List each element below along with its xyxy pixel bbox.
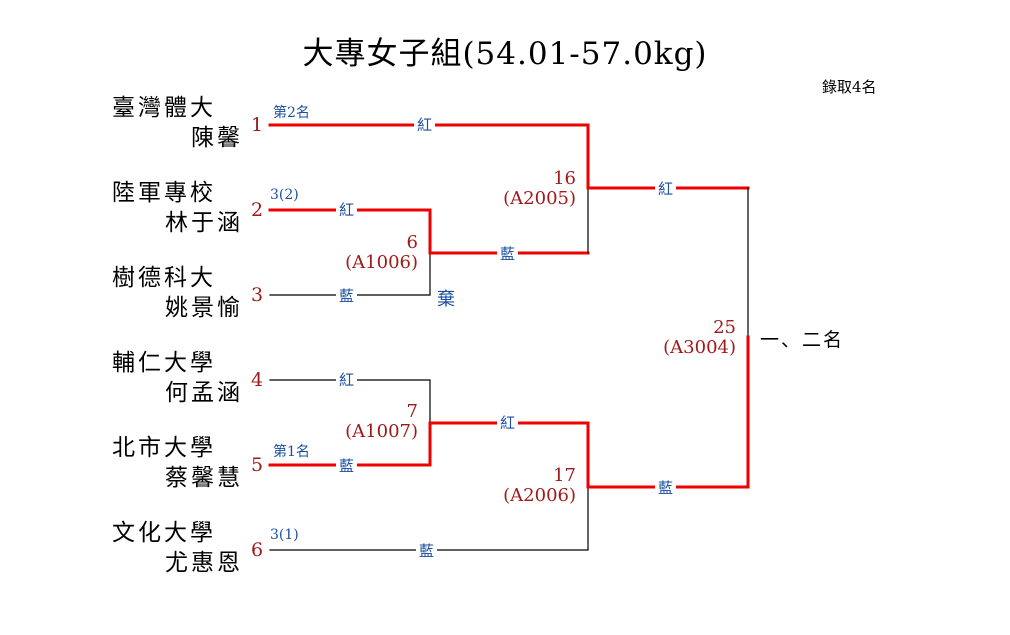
seed-number: 1 xyxy=(251,114,264,136)
match-code: (A2005) xyxy=(503,188,576,209)
match-7: 7 (A1007) xyxy=(318,402,418,442)
entrant-3: 樹德科大 姚景愉 xyxy=(90,263,240,323)
entrant-1: 臺灣體大 陳馨 xyxy=(90,93,240,153)
match-number: 25 xyxy=(713,317,736,338)
athlete-name: 林于涵 xyxy=(165,210,243,236)
seed-number: 5 xyxy=(251,454,264,476)
placement-note: 3(1) xyxy=(270,527,299,543)
line-entrant-4 xyxy=(269,379,431,424)
entrant-4: 輔仁大學 何孟涵 xyxy=(90,348,240,408)
match-code: (A1007) xyxy=(345,421,418,442)
athlete-name: 蔡馨慧 xyxy=(165,465,243,491)
match-number: 17 xyxy=(553,465,576,486)
seed-number: 2 xyxy=(251,199,264,221)
school-name: 輔仁大學 xyxy=(112,350,216,376)
school-name: 樹德科大 xyxy=(112,265,216,291)
entrant-2: 陸軍專校 林于涵 xyxy=(90,178,240,238)
match-6: 6 (A1006) xyxy=(318,233,418,273)
athlete-name: 姚景愉 xyxy=(165,295,243,321)
line-entrant-5 xyxy=(268,421,432,467)
athlete-name: 何孟涵 xyxy=(165,380,243,406)
match-16: 16 (A2005) xyxy=(476,169,576,209)
corner-red-m7: 紅 xyxy=(336,369,358,390)
match-number: 6 xyxy=(406,232,418,253)
line-entrant-1 xyxy=(268,123,590,190)
line-entrant-2 xyxy=(268,208,432,255)
corner-blue-m6: 藍 xyxy=(336,285,358,306)
corner-blue-m16: 藍 xyxy=(497,243,519,264)
corner-blue-m7: 藍 xyxy=(336,455,358,476)
quota-label: 錄取4名 xyxy=(822,78,877,96)
match-number: 16 xyxy=(553,168,576,189)
match-25: 25 (A3004) xyxy=(636,318,736,358)
match-code: (A2006) xyxy=(503,485,576,506)
corner-red-m25: 紅 xyxy=(655,178,677,199)
entrant-5: 北市大學 蔡馨慧 xyxy=(90,433,240,493)
forfeit-mark: 棄 xyxy=(437,289,455,310)
final-placement-label: 一、二名 xyxy=(760,329,845,351)
seed-number: 3 xyxy=(251,284,264,306)
placement-note: 3(2) xyxy=(270,187,299,203)
entrant-6: 文化大學 尤惠恩 xyxy=(90,518,240,578)
school-name: 臺灣體大 xyxy=(112,95,216,121)
match-code: (A3004) xyxy=(663,337,736,358)
match-17: 17 (A2006) xyxy=(476,466,576,506)
line-m7-winner xyxy=(428,421,590,489)
line-entrant-6 xyxy=(269,486,589,551)
seed-number: 4 xyxy=(251,369,264,391)
athlete-name: 陳馨 xyxy=(191,125,243,151)
corner-blue-m17: 藍 xyxy=(416,540,438,561)
corner-blue-m25: 藍 xyxy=(655,477,677,498)
match-code: (A1006) xyxy=(345,252,418,273)
corner-red-m6: 紅 xyxy=(336,199,358,220)
page-title: 大專女子組(54.01-57.0kg) xyxy=(302,36,708,72)
placement-note: 第1名 xyxy=(273,444,310,460)
line-entrant-3 xyxy=(269,252,431,296)
school-name: 文化大學 xyxy=(112,520,216,546)
line-m17-winner xyxy=(586,335,750,489)
placement-note: 第2名 xyxy=(273,105,310,121)
athlete-name: 尤惠恩 xyxy=(165,550,243,576)
school-name: 北市大學 xyxy=(112,435,216,461)
seed-number: 6 xyxy=(251,539,264,561)
match-number: 7 xyxy=(406,401,418,422)
corner-red-m17: 紅 xyxy=(497,412,519,433)
school-name: 陸軍專校 xyxy=(112,180,216,206)
corner-red-m16: 紅 xyxy=(414,114,436,135)
